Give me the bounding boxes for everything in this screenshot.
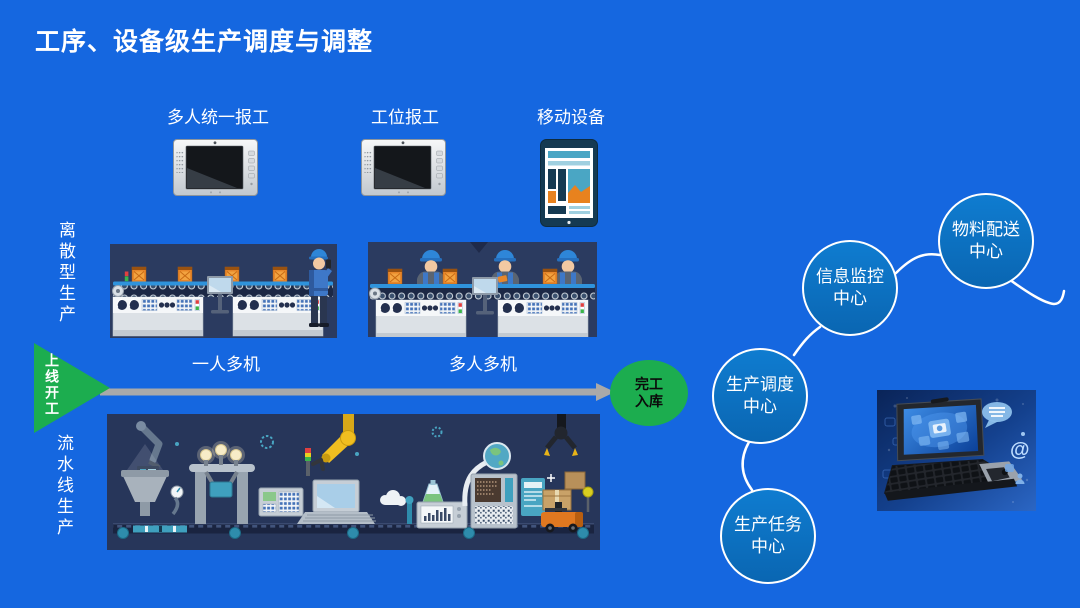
chart-machine-icon bbox=[416, 480, 468, 529]
control-board-icon bbox=[258, 487, 304, 517]
label-discrete-production: 离散型生产 bbox=[56, 221, 75, 326]
laptop-photo: @ bbox=[877, 390, 1036, 511]
laptop-machine-icon bbox=[297, 479, 376, 524]
center-production-task: 生产任务 中心 bbox=[720, 488, 816, 584]
sensor-pole-icon bbox=[405, 496, 414, 524]
assembly-line-illustration bbox=[107, 414, 600, 550]
yellow-robot-arm-icon bbox=[311, 414, 356, 471]
person-icon bbox=[1015, 473, 1025, 484]
control-panel bbox=[375, 299, 467, 337]
control-panel bbox=[232, 296, 324, 337]
one-person-multi-machine-illustration bbox=[110, 244, 337, 338]
cardboard-boxes-icon bbox=[542, 471, 586, 511]
control-panel bbox=[112, 296, 204, 337]
label-flow-line-production: 流水线生产 bbox=[54, 434, 73, 539]
center-material-distribution: 物料配送 中心 bbox=[938, 193, 1034, 289]
label-start: 上线开工 bbox=[44, 353, 60, 417]
finish-badge: 完工 入库 bbox=[610, 360, 688, 426]
server-rack-icon bbox=[470, 473, 518, 529]
control-panel bbox=[497, 299, 589, 337]
lights-machine-icon bbox=[189, 441, 255, 524]
worker-icon bbox=[309, 249, 332, 327]
center-information-monitoring: 信息监控 中心 bbox=[802, 240, 898, 336]
chat-bubble-icon bbox=[982, 402, 1012, 428]
label-multi-person-reporting: 多人统一报工 bbox=[167, 108, 269, 127]
label-stage-two: 多人多机 bbox=[449, 355, 517, 374]
hopper-icon bbox=[121, 444, 184, 516]
stack-light-icon bbox=[305, 448, 311, 476]
industrial-tablet-icon bbox=[361, 139, 446, 196]
center-production-scheduling: 生产调度 中心 bbox=[712, 348, 808, 444]
label-workstation-reporting: 工位报工 bbox=[371, 108, 439, 127]
laptop-icon bbox=[883, 397, 1023, 501]
flow-arrow bbox=[100, 383, 615, 401]
app-icon bbox=[1005, 464, 1014, 472]
industrial-tablet-icon bbox=[173, 139, 258, 196]
info-cards-icon bbox=[521, 474, 555, 516]
label-stage-one: 一人多机 bbox=[192, 355, 260, 374]
at-icon: @ bbox=[1010, 439, 1030, 461]
steam-cloud-icon bbox=[380, 490, 406, 506]
page-title: 工序、设备级生产调度与调整 bbox=[35, 28, 374, 56]
mobile-dashboard-icon bbox=[540, 139, 598, 227]
multi-person-multi-machine-illustration bbox=[368, 242, 597, 337]
forklift-robot-icon bbox=[541, 486, 594, 533]
label-mobile-device: 移动设备 bbox=[537, 108, 605, 127]
start-triangle bbox=[34, 343, 110, 433]
gripper-claw-icon bbox=[544, 414, 578, 456]
